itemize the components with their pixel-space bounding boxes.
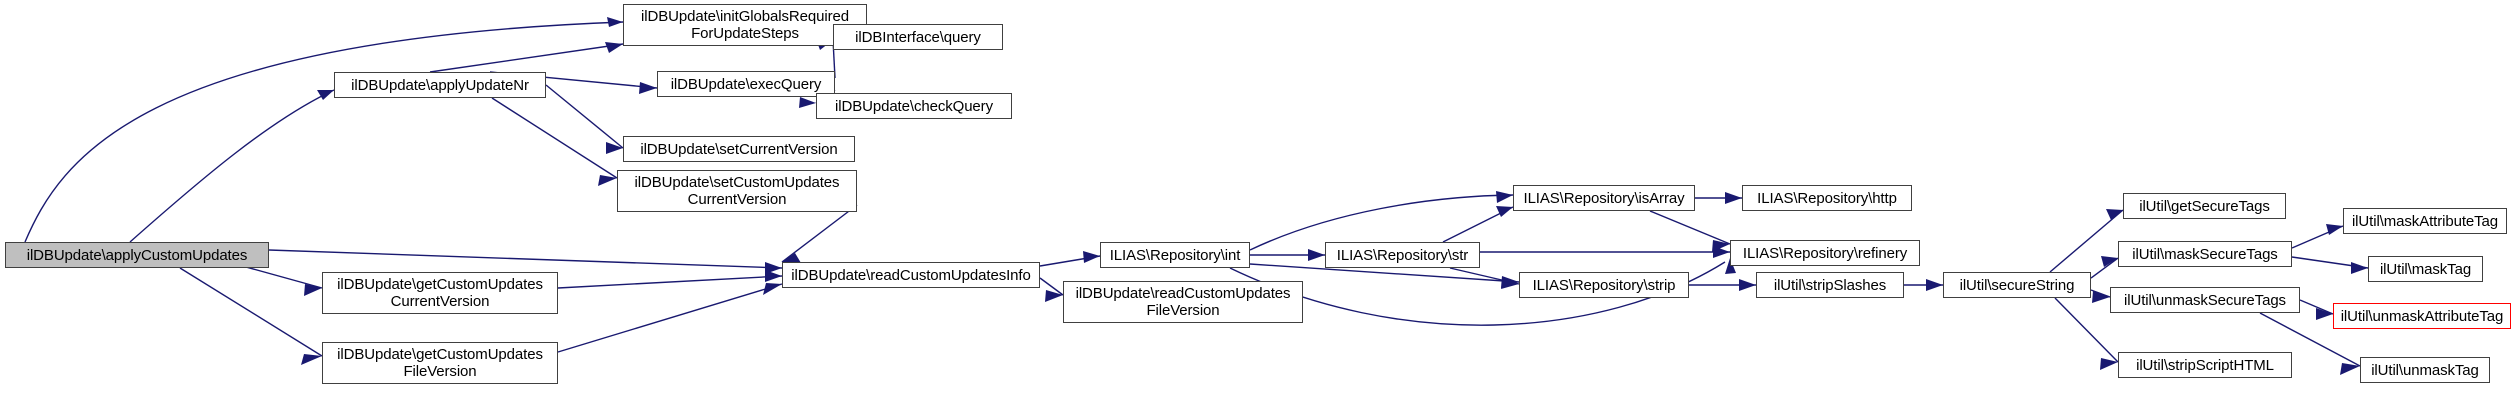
edge-applyUpdateNr-to-setCustomUpdatesCurrentVer	[491, 97, 618, 179]
edge-applyCustomUpdates-to-applyUpdateNr	[129, 89, 335, 243]
graph-node-getCustomUpdatesFileVer[interactable]: ilDBUpdate\getCustomUpdates FileVersion	[322, 342, 558, 384]
graph-node-repoStr[interactable]: ILIAS\Repository\str	[1325, 242, 1480, 268]
arrowhead-icon	[782, 253, 801, 263]
arrowhead-icon	[317, 90, 334, 100]
edge-repoIsArray-to-repoRefinery	[1649, 210, 1731, 245]
graph-node-execQuery[interactable]: ilDBUpdate\execQuery	[657, 71, 835, 97]
arrowhead-icon	[304, 284, 322, 296]
graph-node-unmaskSecureTags[interactable]: ilUtil\unmaskSecureTags	[2110, 287, 2300, 313]
edge-unmaskSecureTags-to-unmaskAttributeTag	[2299, 299, 2334, 315]
graph-node-applyUpdateNr[interactable]: ilDBUpdate\applyUpdateNr	[334, 72, 546, 98]
graph-node-secureString[interactable]: ilUtil\secureString	[1943, 272, 2091, 298]
arrowhead-icon	[1712, 240, 1730, 252]
graph-node-maskAttributeTag[interactable]: ilUtil\maskAttributeTag	[2343, 208, 2507, 234]
graph-node-maskTag[interactable]: ilUtil\maskTag	[2368, 256, 2483, 282]
arrowhead-icon	[2351, 262, 2368, 274]
edge-secureString-to-maskSecureTags	[2090, 257, 2119, 279]
arrowhead-icon	[2106, 209, 2123, 220]
edge-repoInt-to-repoStrip	[1249, 263, 1520, 283]
arrowhead-icon	[607, 17, 623, 27]
edge-getCustomUpdatesFileVer-to-readCustomUpdatesInfo	[557, 283, 783, 353]
graph-node-repoInt[interactable]: ILIAS\Repository\int	[1100, 242, 1250, 268]
edge-applyUpdateNr-to-initGlobalsRequired	[429, 43, 624, 73]
edge-secureString-to-getSecureTags	[2049, 209, 2124, 273]
edge-applyUpdateNr-to-setCurrentVersion	[545, 84, 624, 149]
arrowhead-icon	[765, 262, 782, 274]
arrowhead-icon	[605, 42, 623, 53]
arrowhead-icon	[799, 97, 816, 108]
arrowhead-icon	[2100, 358, 2118, 370]
arrowhead-icon	[763, 283, 782, 295]
arrowhead-icon	[1496, 206, 1513, 217]
arrowhead-icon	[1725, 192, 1742, 204]
arrowhead-icon	[1496, 191, 1513, 203]
graph-node-stripSlashes[interactable]: ilUtil\stripSlashes	[1756, 272, 1904, 298]
edge-repoInt-to-repoIsArray	[1249, 194, 1514, 251]
arrowhead-icon	[1045, 290, 1063, 302]
arrowhead-icon	[765, 270, 782, 282]
graph-node-repoHttp[interactable]: ILIAS\Repository\http	[1742, 185, 1912, 211]
graph-node-repoStrip[interactable]: ILIAS\Repository\strip	[1519, 272, 1689, 298]
graph-node-initGlobalsRequired[interactable]: ilDBUpdate\initGlobalsRequired ForUpdate…	[623, 4, 867, 46]
graph-node-setCustomUpdatesCurrentVer[interactable]: ilDBUpdate\setCustomUpdates CurrentVersi…	[617, 170, 857, 212]
graph-node-getCustomUpdatesCurrentVer[interactable]: ilDBUpdate\getCustomUpdates CurrentVersi…	[322, 272, 558, 314]
graph-node-getSecureTags[interactable]: ilUtil\getSecureTags	[2123, 193, 2286, 219]
edge-secureString-to-unmaskSecureTags	[2090, 289, 2111, 298]
graph-node-checkQuery[interactable]: ilDBUpdate\checkQuery	[816, 93, 1012, 119]
arrowhead-icon	[1308, 249, 1325, 261]
edge-applyCustomUpdates-to-readCustomUpdatesInfo	[268, 249, 783, 269]
arrowhead-icon	[1501, 277, 1519, 289]
edge-unmaskSecureTags-to-unmaskTag	[2259, 312, 2361, 367]
arrowhead-icon	[598, 175, 617, 186]
arrowhead-icon	[2326, 224, 2343, 235]
graph-node-unmaskTag[interactable]: ilUtil\unmaskTag	[2360, 357, 2490, 383]
edge-secureString-to-stripScriptHTML	[2054, 297, 2119, 363]
arrowhead-icon	[2101, 256, 2118, 267]
graph-node-repoIsArray[interactable]: ILIAS\Repository\isArray	[1513, 185, 1695, 211]
graph-node-setCurrentVersion[interactable]: ilDBUpdate\setCurrentVersion	[623, 136, 855, 162]
edge-setCustomUpdatesCurrentVer-to-readCustomUpdatesInfo	[781, 204, 858, 263]
arrowhead-icon	[2316, 308, 2333, 320]
edge-applyCustomUpdates-to-getCustomUpdatesFileVer	[179, 267, 323, 357]
arrowhead-icon	[1083, 251, 1100, 263]
arrowhead-icon	[1725, 258, 1736, 274]
arrowhead-icon	[606, 142, 623, 154]
graph-node-queryIface[interactable]: ilDBInterface\query	[833, 24, 1003, 50]
edge-applyCustomUpdates-to-initGlobalsRequired	[24, 21, 624, 243]
graph-node-maskSecureTags[interactable]: ilUtil\maskSecureTags	[2118, 241, 2292, 267]
edge-getCustomUpdatesCurrentVer-to-readCustomUpdatesInfo	[557, 275, 783, 289]
arrowhead-icon	[1926, 279, 1943, 291]
arrowhead-icon	[2340, 363, 2360, 375]
arrowhead-icon	[2092, 291, 2110, 303]
graph-node-unmaskAttributeTag[interactable]: ilUtil\unmaskAttributeTag	[2333, 303, 2511, 329]
arrowhead-icon	[1739, 279, 1756, 291]
graph-node-stripScriptHTML[interactable]: ilUtil\stripScriptHTML	[2118, 352, 2292, 378]
arrowhead-icon	[639, 82, 657, 94]
arrowhead-icon	[301, 354, 322, 365]
edge-readCustomUpdatesInfo-to-readCustomUpdatesFileVer	[1039, 277, 1064, 296]
graph-node-readCustomUpdatesFileVer[interactable]: ilDBUpdate\readCustomUpdates FileVersion	[1063, 281, 1303, 323]
graph-node-applyCustomUpdates[interactable]: ilDBUpdate\applyCustomUpdates	[5, 242, 269, 268]
graph-node-repoRefinery[interactable]: ILIAS\Repository\refinery	[1730, 240, 1920, 266]
graph-node-readCustomUpdatesInfo[interactable]: ilDBUpdate\readCustomUpdatesInfo	[782, 262, 1040, 288]
